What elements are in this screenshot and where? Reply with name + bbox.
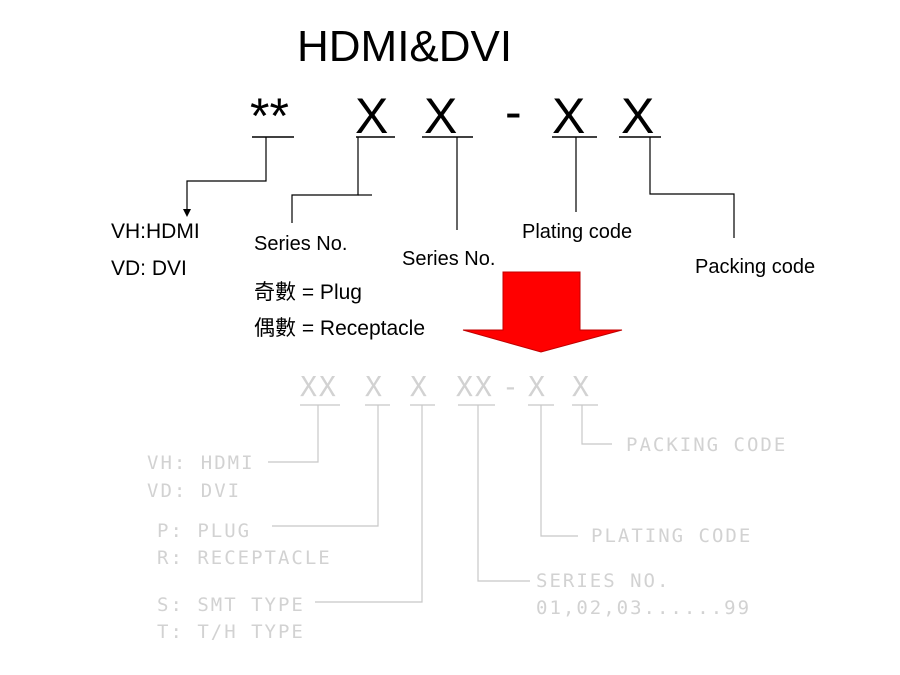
new-packing-label: PACKING CODE: [626, 434, 788, 456]
new-code-mount: X: [410, 370, 429, 403]
code-series-x2: X: [424, 88, 458, 144]
new-code-type: XX: [300, 370, 338, 403]
series-label-2: Series No.: [402, 248, 496, 270]
new-code-dash: -: [502, 370, 521, 403]
new-smt-label: S: SMT TYPE: [157, 594, 305, 616]
code-dash: -: [505, 84, 522, 140]
new-receptacle-label: R: RECEPTACLE: [157, 547, 332, 569]
even-receptacle-label: 偶數 = Receptacle: [254, 317, 425, 340]
packing-code-label: Packing code: [695, 256, 816, 278]
new-code-packing: X: [572, 370, 591, 403]
series1-connector: [291, 137, 359, 223]
new-type-hdmi: VH: HDMI: [147, 452, 255, 474]
page-title: HDMI&DVI: [297, 22, 513, 71]
prefix-connector: [186, 137, 267, 210]
type-label-hdmi: VH:HDMI: [111, 220, 200, 243]
code-packing-x: X: [621, 88, 655, 144]
faded-connectors: [268, 404, 612, 603]
code-prefix: **: [250, 88, 289, 144]
code-series-x1: X: [355, 88, 389, 144]
new-series-range: 01,02,03......99: [536, 597, 752, 619]
packing-connector: [649, 137, 735, 238]
new-series-label: SERIES NO.: [536, 570, 671, 592]
odd-plug-label: 奇數 = Plug: [254, 281, 362, 304]
new-type-dvi: VD: DVI: [147, 480, 242, 502]
new-code-gender: X: [365, 370, 384, 403]
series-label-1: Series No.: [254, 233, 348, 255]
prefix-arrowhead: [183, 209, 191, 217]
new-code-plating: X: [528, 370, 547, 403]
new-code-series: XX: [456, 370, 494, 403]
code-plating-x: X: [552, 88, 586, 144]
new-plating-label: PLATING CODE: [591, 525, 753, 547]
type-label-dvi: VD: DVI: [111, 257, 187, 280]
new-th-label: T: T/H TYPE: [157, 621, 305, 643]
down-arrow: [462, 271, 623, 353]
plating-code-label: Plating code: [522, 221, 633, 243]
new-plug-label: P: PLUG: [157, 520, 252, 542]
